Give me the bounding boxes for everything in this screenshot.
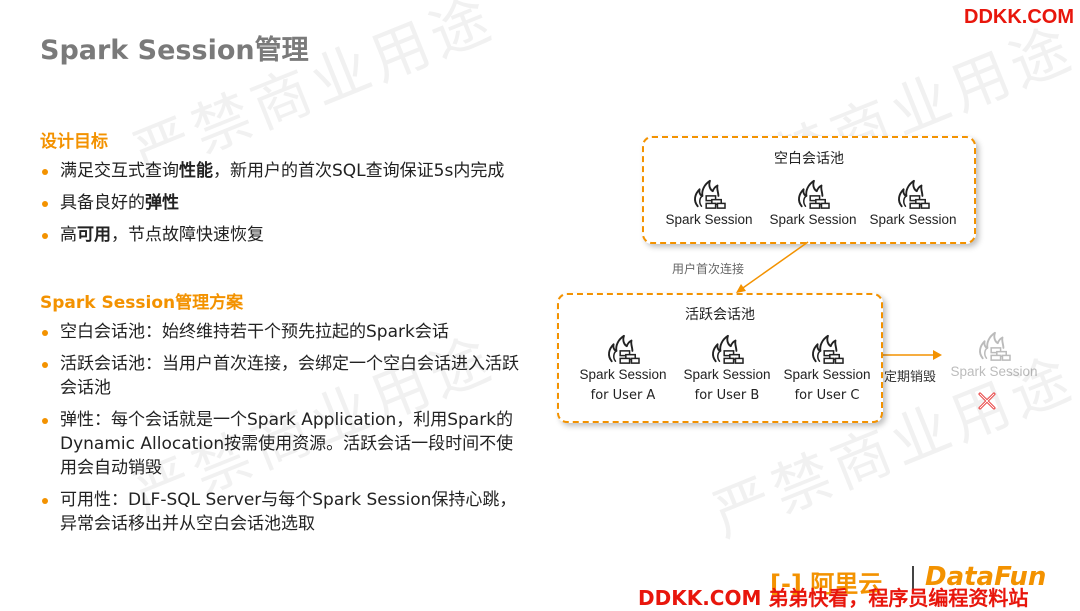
idle-spark-session: Spark Session	[763, 178, 863, 227]
list-item: 高可用，节点故障快速恢复	[40, 223, 560, 247]
goals-list: 满足交互式查询性能，新用户的首次SQL查询保证5s内完成 具备良好的弹性 高可用…	[40, 159, 560, 247]
spark-flame-icon	[604, 333, 642, 365]
bullet-icon	[42, 498, 48, 504]
bullet-icon	[42, 418, 48, 424]
destroyed-spark-session: Spark Session	[944, 330, 1044, 379]
active-spark-session: Spark Session for User B	[677, 333, 777, 403]
idle-spark-session: Spark Session	[659, 178, 759, 227]
x-mark-icon	[978, 392, 996, 410]
destroy-label: 定期销毁	[884, 370, 937, 385]
list-item: 可用性：DLF-SQL Server与每个Spark Session保持心跳，异…	[40, 488, 560, 536]
bullet-icon	[42, 233, 48, 239]
spark-flame-icon	[808, 333, 846, 365]
connect-arrow	[739, 241, 809, 291]
active-spark-session: Spark Session for User A	[573, 333, 673, 403]
bullet-icon	[42, 169, 48, 175]
bullet-icon	[42, 201, 48, 207]
goals-heading: 设计目标	[40, 132, 108, 152]
list-item: 具备良好的弹性	[40, 191, 560, 215]
spark-flame-icon	[975, 330, 1013, 362]
footer-brand-watermark: DDKK.COM 弟弟快看，程序员编程资料站	[638, 586, 1029, 610]
list-item: 活跃会话池：当用户首次连接，会绑定一个空白会话进入活跃会话池	[40, 352, 560, 400]
logo-divider	[912, 566, 914, 590]
plan-heading: Spark Session管理方案	[40, 293, 244, 313]
list-item: 满足交互式查询性能，新用户的首次SQL查询保证5s内完成	[40, 159, 560, 183]
active-pool-title: 活跃会话池	[685, 307, 755, 323]
bullet-icon	[42, 330, 48, 336]
idle-pool-title: 空白会话池	[774, 151, 844, 167]
idle-session-pool: 空白会话池 Spark Session Spark Session Spark …	[642, 136, 976, 244]
connect-label: 用户首次连接	[672, 262, 745, 276]
idle-spark-session: Spark Session	[863, 178, 963, 227]
destroy-arrowhead	[933, 350, 942, 360]
list-item: 空白会话池：始终维持若干个预先拉起的Spark会话	[40, 320, 560, 344]
bullet-icon	[42, 362, 48, 368]
spark-flame-icon	[708, 333, 746, 365]
brand-watermark: DDKK.COM	[964, 6, 1074, 28]
page-title: Spark Session管理	[40, 35, 309, 66]
active-spark-session: Spark Session for User C	[777, 333, 877, 403]
aliyun-logo: [-] 阿里云	[770, 570, 883, 598]
active-session-pool: 活跃会话池 Spark Session for User A Spark Ses…	[557, 293, 883, 423]
plan-list: 空白会话池：始终维持若干个预先拉起的Spark会话 活跃会话池：当用户首次连接，…	[40, 320, 560, 536]
list-item: 弹性：每个会话就是一个Spark Application，利用Spark的Dyn…	[40, 408, 560, 480]
datafun-logo: DataFun	[925, 562, 1047, 592]
connect-arrowhead	[736, 284, 746, 293]
